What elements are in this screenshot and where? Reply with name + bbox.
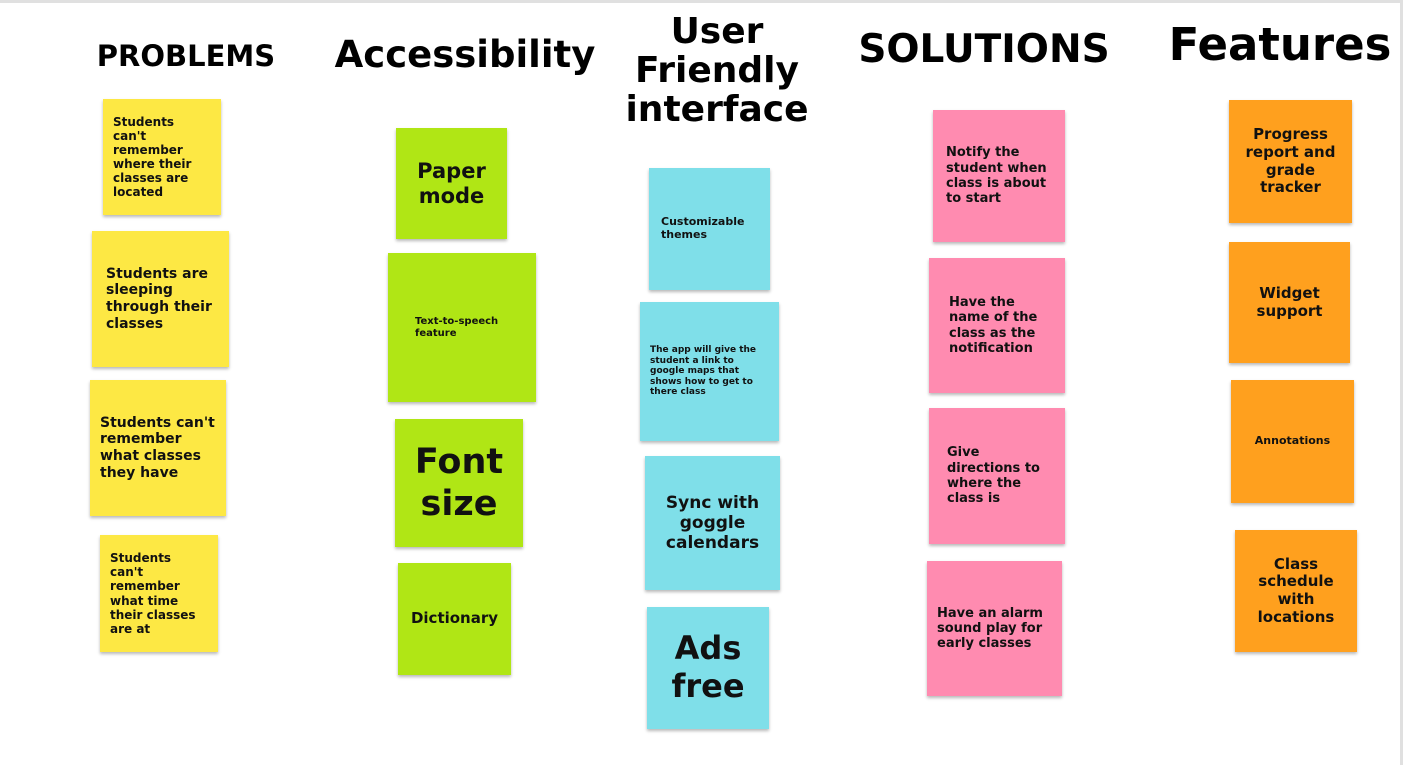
sticky-note-solution[interactable]: Notify the student when class is about t… [933,110,1065,242]
sticky-note-interface[interactable]: Sync with goggle calendars [645,456,780,590]
sticky-note-interface[interactable]: Ads free [647,607,769,729]
sticky-note-feature[interactable]: Progress report and grade tracker [1229,100,1352,223]
sticky-note-solution[interactable]: Have an alarm sound play for early class… [927,561,1062,696]
heading-interface-line-2: Friendly [634,49,799,91]
heading-user-friendly-interface: User Friendly interface [612,11,822,130]
sticky-note-problem[interactable]: Students are sleeping through their clas… [92,231,229,367]
sticky-note-text: Dictionary [410,609,499,628]
sticky-note-solution[interactable]: Have the name of the class as the notifi… [929,258,1065,393]
sticky-note-text: Ads free [671,629,745,705]
sticky-note-problem[interactable]: Students can't remember where their clas… [103,99,221,215]
sticky-note-text: Have the name of the class as the notifi… [949,294,1038,356]
sticky-note-text: Students can't remember what classes the… [100,414,215,481]
sticky-note-text: Class schedule with locations [1257,554,1335,626]
sticky-note-text: Notify the student when class is about t… [946,145,1047,207]
sticky-note-problem[interactable]: Students can't remember what classes the… [90,380,226,516]
sticky-note-accessibility[interactable]: Text-to-speech feature [388,253,536,402]
sticky-note-accessibility[interactable]: Font size [395,419,523,547]
heading-accessibility: Accessibility [334,33,596,76]
sticky-note-accessibility[interactable]: Paper mode [396,128,507,239]
sticky-note-text: Widget support [1256,283,1323,320]
sticky-note-text: Text-to-speech feature [415,315,499,339]
heading-solutions: SOLUTIONS [858,27,1110,72]
sticky-note-feature[interactable]: Widget support [1229,242,1350,363]
sticky-note-text: Paper mode [417,158,486,208]
heading-interface-line-1: User [670,11,764,52]
sticky-note-text: Customizable themes [661,215,745,241]
sticky-note-text: Students can't remember what time their … [110,551,196,636]
sticky-note-feature[interactable]: Annotations [1231,380,1354,503]
sticky-note-text: Annotations [1254,434,1331,448]
sticky-note-text: Give directions to where the class is [947,445,1040,507]
heading-problems: PROBLEMS [96,39,276,73]
sticky-note-feature[interactable]: Class schedule with locations [1235,530,1357,652]
sticky-note-solution[interactable]: Give directions to where the class is [929,408,1065,544]
sticky-note-problem[interactable]: Students can't remember what time their … [100,535,218,652]
sticky-note-accessibility[interactable]: Dictionary [398,563,511,675]
sticky-note-text: Sync with goggle calendars [665,492,760,554]
sticky-note-text: Progress report and grade tracker [1245,125,1336,197]
sticky-note-text: The app will give the student a link to … [650,344,757,398]
sticky-note-interface[interactable]: Customizable themes [649,168,770,290]
sticky-note-text: Have an alarm sound play for early class… [937,605,1043,652]
sticky-note-text: Students can't remember where their clas… [113,114,192,200]
sticky-note-text: Students are sleeping through their clas… [106,265,212,332]
sticky-note-interface[interactable]: The app will give the student a link to … [640,302,779,441]
heading-interface-line-3: interface [625,88,809,130]
sticky-note-text: Font size [414,442,504,524]
heading-features: Features [1168,18,1392,71]
